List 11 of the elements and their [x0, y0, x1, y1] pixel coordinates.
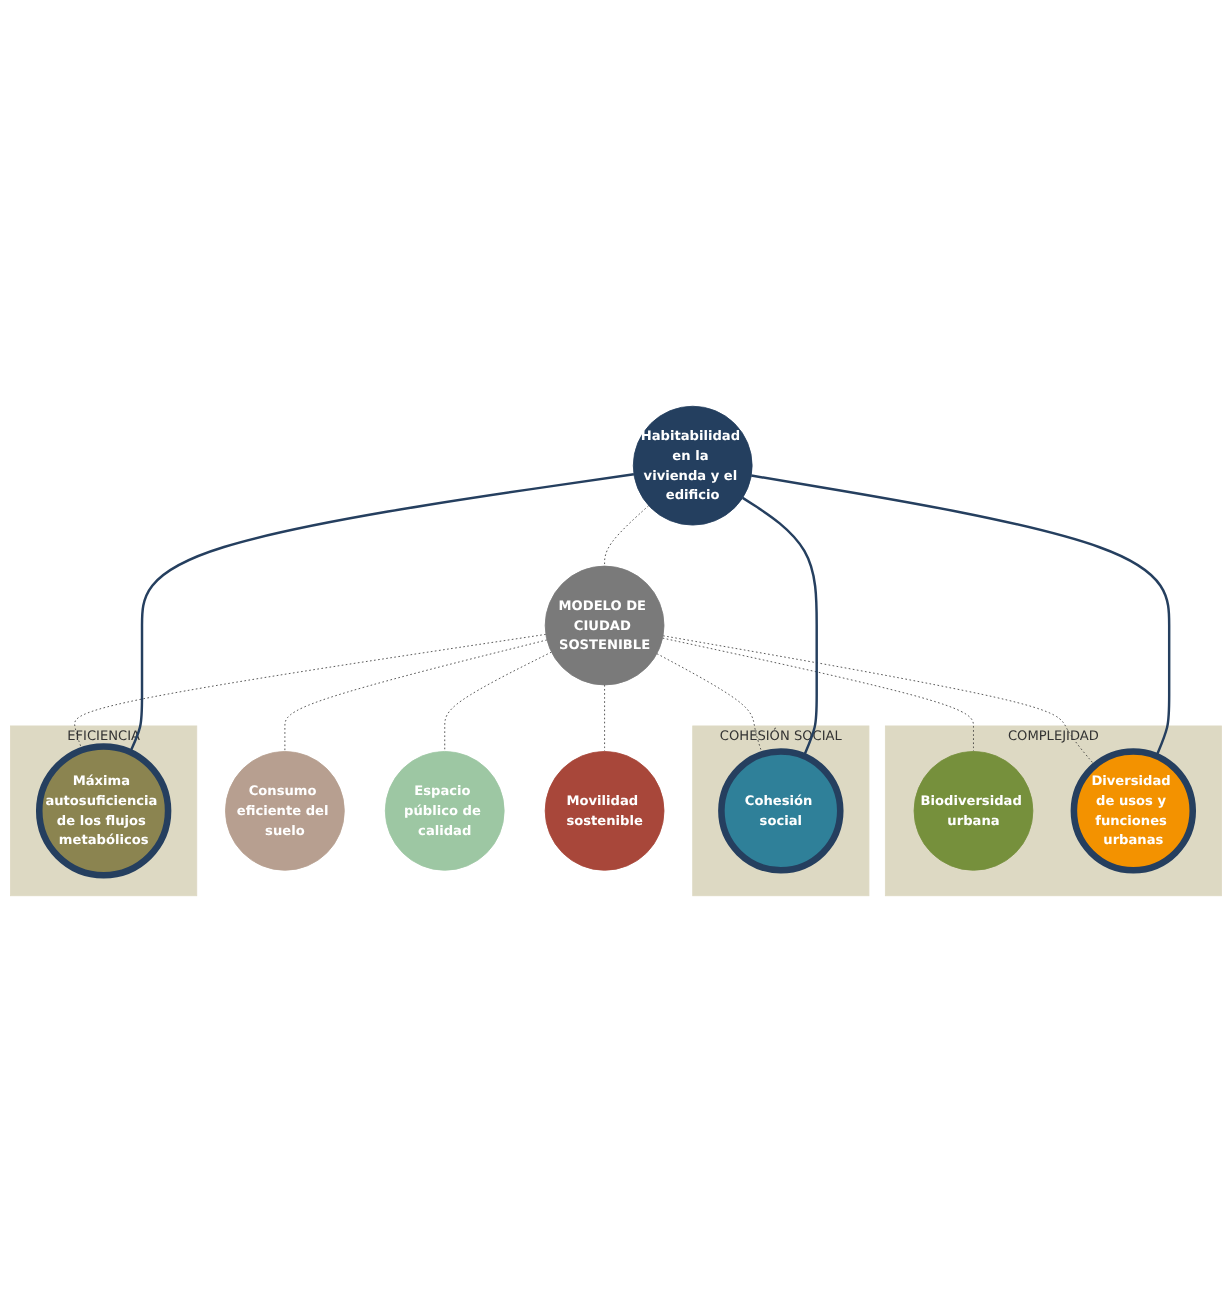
connector: [751, 474, 1171, 757]
connector: [742, 496, 818, 757]
connector: [662, 637, 974, 752]
connector: [129, 473, 635, 753]
connector: [284, 639, 548, 752]
connector: [656, 653, 763, 755]
connector: [662, 635, 1096, 766]
connector: [444, 651, 552, 752]
connector: [74, 633, 547, 751]
connector: [604, 505, 650, 567]
connector: [604, 684, 605, 752]
